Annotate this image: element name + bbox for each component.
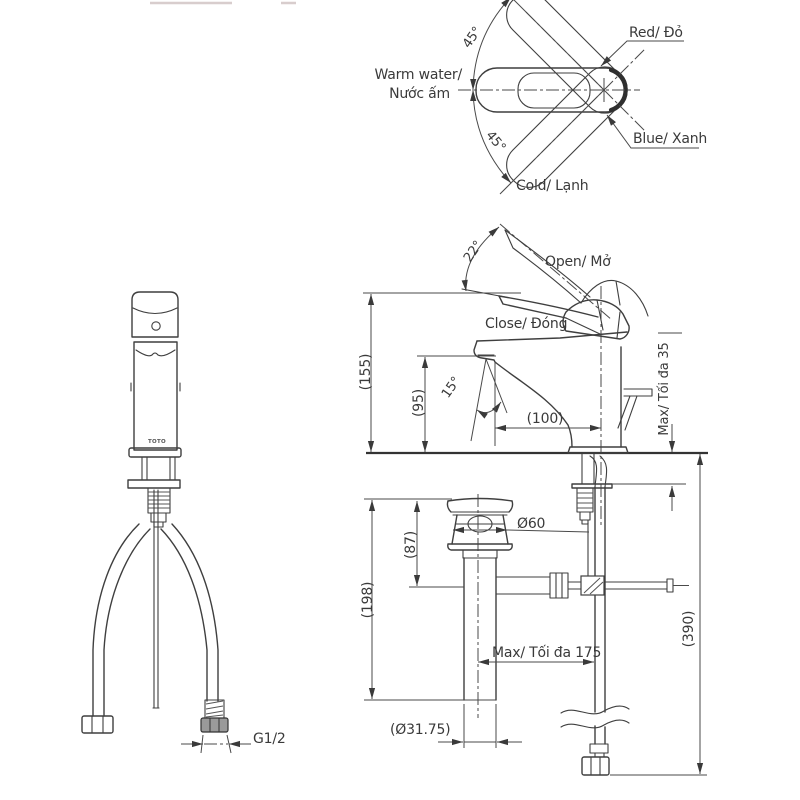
handle-end-arc: [608, 67, 628, 113]
lift-rod-knob: [617, 388, 653, 431]
handle-position-red: [506, 0, 628, 114]
pop-up-rod-front: [152, 489, 160, 709]
front-view-faucet: TOTO: [81, 291, 286, 754]
open-angle-dimension: 22°: [461, 226, 506, 298]
side-supply-hose: [560, 455, 630, 776]
front-body: TOTO: [130, 341, 181, 451]
spout-height-label: (95): [411, 389, 427, 417]
radial-line-down: [499, 89, 605, 195]
side-shank-assembly: [571, 452, 613, 525]
stream-angle-label: 15°: [439, 374, 464, 401]
overall-height-label: (155): [358, 354, 374, 391]
deck-thickness-label: Max/ Tối đa 35: [657, 342, 672, 435]
rod-reach-dimension: Max/ Tối đa 175: [478, 644, 601, 666]
stream-angle-dimension: 15°: [439, 358, 508, 442]
brand-logo: TOTO: [148, 439, 166, 445]
arc-45-upper: [470, 0, 511, 91]
pop-up-rod-linkage: [495, 572, 689, 599]
close-label: Close/ Đóng: [485, 316, 567, 332]
open-label: Open/ Mở: [545, 254, 611, 270]
top-view-handle-rotation: 45° 45° Warm water/ Nước ấm Red/ Đỏ Blue…: [374, 0, 707, 195]
flange-diameter-dimension: Ø60: [453, 516, 590, 534]
handle-open: Open/ Mở: [499, 223, 649, 321]
spout-reach-label: (100): [527, 411, 564, 427]
front-handle-cap: [131, 291, 179, 338]
handle-dot: [151, 321, 161, 331]
radial-line-up: [513, 0, 605, 91]
pipe-diameter-label: (Ø31.75): [390, 722, 450, 738]
hose-length-label: (390): [681, 611, 697, 648]
g12-dimension: G1/2: [181, 731, 286, 754]
blue-label: Blue/ Xanh: [633, 131, 707, 147]
warm-water-label-en: Warm water/: [374, 67, 462, 83]
rod-reach-label: Max/ Tối đa 175: [492, 644, 601, 661]
pipe-diameter-dimension: (Ø31.75): [390, 704, 522, 748]
drain-body-height-label: (87): [403, 531, 419, 559]
drain-assembly: Ø60 (Ø31.75) Max/ Tối đa 175: [390, 494, 689, 748]
hose-hex-nut: [200, 717, 229, 733]
flange-diameter-label: Ø60: [517, 516, 545, 532]
open-angle-label: 22°: [461, 238, 486, 265]
handle-closed: Close/ Đóng: [485, 295, 630, 340]
left-supply-hose: [81, 523, 151, 734]
side-body-outline: [473, 331, 629, 454]
dimension-annotations: (155) (95) (100) Max/ Tối đa 35 (390) (8…: [358, 292, 707, 776]
red-label: Red/ Đỏ: [629, 25, 683, 41]
side-view-faucet: Close/ Đóng Open/ Mở 22° 15°: [366, 223, 708, 776]
cold-label: Cold/ Lạnh: [516, 178, 588, 194]
arc-45-lower: [470, 89, 512, 184]
right-supply-hose: [160, 523, 229, 733]
blue-leader-line: [606, 114, 699, 149]
angle-45-lower-label: 45°: [482, 128, 508, 155]
drain-pipe: [463, 557, 497, 701]
warm-water-label-vi: Nước ấm: [389, 86, 450, 102]
thread-size-label: G1/2: [253, 731, 286, 747]
drain-flange: [446, 497, 514, 559]
red-leader-line: [600, 40, 684, 67]
angle-45-upper-label: 45°: [460, 24, 485, 51]
drain-overall-height-label: (198): [360, 582, 376, 619]
